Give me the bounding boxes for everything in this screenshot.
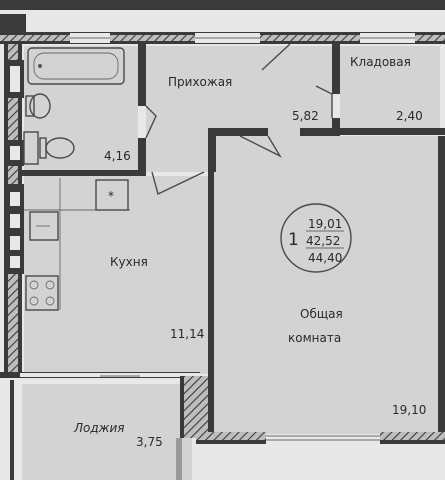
kitchen-floor: [24, 176, 208, 374]
loggia-floor: [22, 384, 192, 480]
bathtub-icon: [27, 47, 125, 85]
sink-icon: [29, 93, 51, 119]
doors: [100, 43, 333, 377]
kitchen-area: 11,14: [170, 327, 204, 341]
living-area-total: 19,01: [308, 217, 342, 231]
loggia-area: 3,75: [136, 435, 163, 449]
wall-hall-storage: [332, 44, 340, 94]
summary-circle: [280, 203, 352, 273]
living-name-line1: Общая: [300, 307, 343, 321]
storage-floor: [340, 46, 440, 128]
wall-bath-bottom: [22, 170, 146, 176]
wall-storage-bottom: [340, 128, 445, 135]
stove-icon: [25, 275, 59, 311]
kitchen-fixtures: *: [24, 178, 130, 311]
living-floor: [214, 136, 438, 434]
rooms-count: 1: [288, 230, 299, 250]
bathroom-fixtures: [23, 47, 125, 165]
loggia-name: Лоджия: [73, 421, 125, 435]
hallway-area: 5,82: [292, 109, 319, 123]
room-labels: Прихожая 5,82 Кладовая 2,40 4,16 Кухня 1…: [73, 55, 426, 449]
kitchen-name: Кухня: [110, 255, 148, 269]
door-living: [239, 135, 282, 158]
door-entrance: [261, 43, 291, 71]
total-area: 42,52: [306, 234, 340, 248]
door-bathroom: [145, 105, 157, 139]
living-name-line2: комната: [288, 331, 341, 345]
bathroom-area: 4,16: [104, 149, 131, 163]
wall-living-top: [208, 128, 268, 136]
bathroom-floor: [24, 46, 138, 170]
apartment-summary: 1 19,01 42,52 44,40: [280, 203, 352, 273]
wall-kitchen-living: [208, 128, 216, 172]
wall-bath-hall: [138, 44, 146, 106]
door-storage: [315, 85, 333, 118]
wall-right: [438, 136, 445, 436]
kitchen-sink-icon: [29, 211, 59, 241]
area-with-loggia: 44,40: [308, 251, 342, 265]
hallway-name: Прихожая: [168, 75, 232, 89]
door-kitchen: [151, 171, 205, 195]
wall-loggia-left: [10, 380, 14, 480]
floor-areas: [22, 46, 440, 480]
shelf-icon: [23, 131, 39, 165]
window-living-bottom: [266, 434, 380, 442]
storage-name: Кладовая: [350, 55, 411, 69]
storage-area: 2,40: [396, 109, 423, 123]
hood-icon: [95, 179, 129, 211]
living-area: 19,10: [392, 403, 426, 417]
hood-symbol: *: [108, 189, 114, 203]
